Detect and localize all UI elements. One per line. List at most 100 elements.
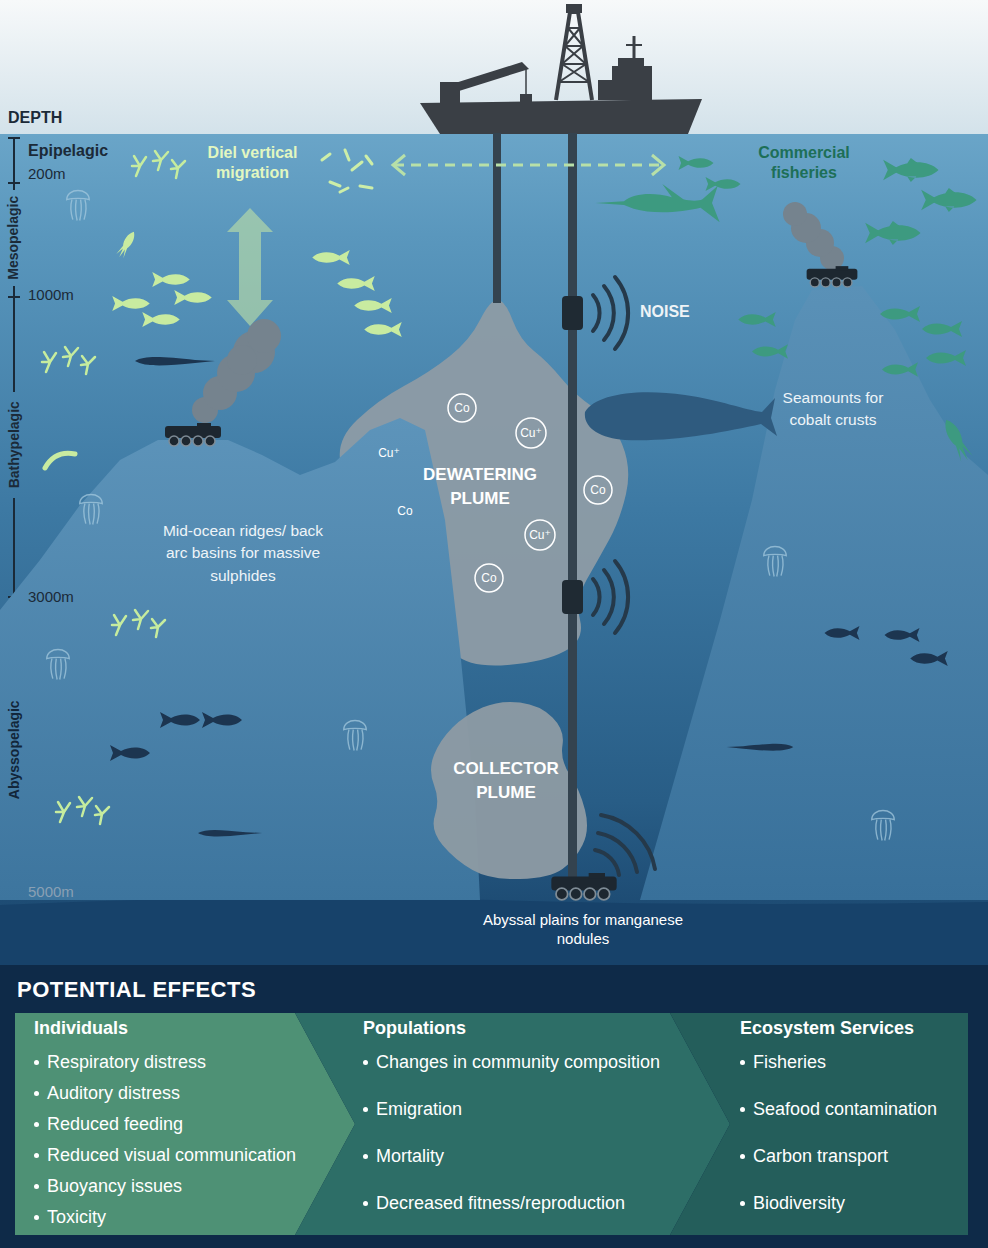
migration-arrow bbox=[227, 208, 273, 326]
deep-sea-fish bbox=[135, 357, 215, 365]
ridge-label: Mid-ocean ridges/ back arc basins for ma… bbox=[158, 520, 328, 587]
ship bbox=[626, 44, 642, 46]
bullet-dot bbox=[34, 1215, 39, 1220]
sediment-smoke bbox=[227, 345, 257, 375]
text-slot: Co bbox=[454, 401, 469, 416]
deep-sea-fish bbox=[885, 628, 920, 642]
jellyfish bbox=[80, 495, 103, 525]
bullet-dot bbox=[34, 1184, 39, 1189]
deep-sea-fish bbox=[727, 744, 794, 751]
mid-ocean-ridge: Mid-ocean ridges/ back arc basins for ma… bbox=[0, 390, 480, 900]
axis-title: DEPTH bbox=[8, 108, 62, 128]
jellyfish bbox=[67, 191, 90, 221]
jellyfish bbox=[47, 650, 70, 680]
text-slot: 5000m bbox=[28, 883, 74, 902]
text-slot: Epipelagic bbox=[28, 141, 108, 161]
text-slot: 1000m bbox=[28, 286, 74, 305]
noise-waves bbox=[598, 833, 637, 872]
element-circle: Co bbox=[583, 475, 613, 505]
riser-pipe bbox=[562, 580, 583, 614]
mining-vehicle bbox=[165, 423, 221, 446]
text-slot: 200m bbox=[28, 165, 66, 184]
text-slot: Cu⁺ bbox=[378, 446, 400, 461]
effects-chevron-outline bbox=[295, 1013, 730, 1235]
element-circle-outline bbox=[525, 520, 555, 550]
ship bbox=[420, 99, 702, 134]
deep-sea-fish bbox=[110, 357, 948, 836]
text-slot: Decreased fitness/reproduction bbox=[363, 1192, 625, 1215]
zone-name: Bathypelagic bbox=[5, 401, 23, 488]
text-slot: Carbon transport bbox=[740, 1145, 888, 1168]
element-circle-outline bbox=[475, 564, 503, 592]
panel-title: POTENTIAL EFFECTS bbox=[17, 976, 256, 1004]
effect-item: Auditory distress bbox=[47, 1082, 180, 1105]
text-slot: Reduced feeding bbox=[34, 1113, 183, 1136]
element-symbol: Cu⁺ bbox=[529, 528, 551, 543]
noise-waves bbox=[615, 561, 628, 633]
text-slot: Buoyancy issues bbox=[34, 1175, 182, 1198]
effects-chevron: IndividualsRespiratory distressAuditory … bbox=[15, 1013, 355, 1235]
mid-ocean-ridge-outline bbox=[0, 418, 480, 900]
text-slot: Individuals bbox=[34, 1017, 128, 1040]
mid-ocean-ridge-shape bbox=[0, 390, 480, 900]
seamount: Seamounts for cobalt crusts bbox=[630, 265, 988, 900]
effect-item: Decreased fitness/reproduction bbox=[376, 1192, 625, 1215]
process-label: Diel vertical migration bbox=[195, 143, 310, 183]
ship bbox=[618, 58, 644, 67]
text-slot: Emigration bbox=[363, 1098, 462, 1121]
effect-item: Emigration bbox=[376, 1098, 462, 1121]
whale bbox=[585, 392, 777, 440]
riser-pipe bbox=[493, 133, 583, 878]
noise-waves bbox=[615, 277, 628, 349]
effect-item: Mortality bbox=[376, 1145, 444, 1168]
ship bbox=[566, 4, 582, 13]
deep-sea-fish bbox=[160, 712, 200, 728]
depth-axis bbox=[8, 296, 20, 298]
habitat-label: Abyssal plains for manganese nodules bbox=[478, 911, 688, 949]
collector-plume: COLLECTOR PLUME bbox=[420, 695, 595, 885]
text-slot: DEPTH bbox=[8, 108, 62, 128]
bullet-dot bbox=[34, 1153, 39, 1158]
process-label: Commercial fisheries bbox=[745, 143, 863, 183]
plume-label: COLLECTOR PLUME bbox=[441, 757, 571, 805]
text-slot: POTENTIAL EFFECTS bbox=[17, 976, 256, 1004]
sediment-smoke bbox=[203, 376, 237, 410]
column-heading: Individuals bbox=[34, 1017, 128, 1040]
ship bbox=[452, 62, 529, 91]
text-slot: Seamounts for cobalt crusts bbox=[777, 387, 889, 432]
seafloor bbox=[0, 897, 988, 1248]
effects-chevron-outline bbox=[670, 1013, 968, 1235]
text-slot: Changes in community composition bbox=[363, 1051, 660, 1074]
bullet-dot bbox=[363, 1107, 368, 1112]
sediment-smoke bbox=[192, 202, 844, 423]
bullet-dot bbox=[740, 1060, 745, 1065]
migration-arrow bbox=[393, 155, 405, 175]
ship bbox=[525, 67, 527, 98]
mesopelagic-fish bbox=[45, 453, 75, 468]
effects-panel-outline bbox=[0, 965, 988, 1248]
ship bbox=[559, 28, 589, 82]
mesopelagic-fish bbox=[116, 230, 138, 259]
element-circle: Co bbox=[447, 393, 477, 423]
text-slot: Reduced visual communication bbox=[34, 1144, 296, 1167]
zooplankton bbox=[42, 347, 95, 374]
depth-value: 3000m bbox=[28, 588, 74, 607]
text-slot: Commercial fisheries bbox=[745, 143, 863, 183]
element-circle-outline bbox=[584, 476, 612, 504]
effect-item: Toxicity bbox=[47, 1206, 106, 1229]
mining-vehicle bbox=[551, 873, 616, 900]
effect-item: Changes in community composition bbox=[376, 1051, 660, 1074]
text-slot: NOISE bbox=[640, 302, 690, 322]
migration-arrow bbox=[227, 150, 664, 326]
commercial-fish bbox=[882, 362, 918, 376]
mesopelagic-fish bbox=[337, 276, 375, 291]
mesopelagic-fish bbox=[364, 322, 402, 337]
jellyfish bbox=[872, 811, 895, 841]
bullet-dot bbox=[34, 1091, 39, 1096]
zooplankton bbox=[112, 610, 165, 637]
sediment-smoke bbox=[783, 202, 807, 226]
sky bbox=[0, 0, 988, 135]
text-slot: Mesopelagic bbox=[0, 229, 56, 247]
migration-arrow bbox=[322, 150, 372, 192]
